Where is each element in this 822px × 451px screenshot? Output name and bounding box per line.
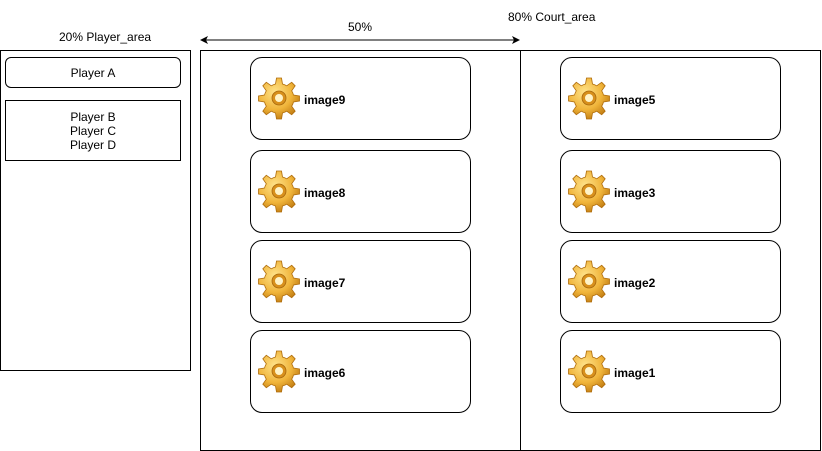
player-area-container [0,50,191,371]
image-card[interactable]: image2 [560,240,781,323]
gear-icon [258,170,300,213]
image-card[interactable]: image5 [560,57,781,140]
court-divider [520,50,521,451]
image-card[interactable]: image8 [250,150,471,233]
image-label: image1 [614,366,656,380]
gear-icon [258,260,300,303]
image-label: image6 [304,366,346,380]
image-card[interactable]: image7 [250,240,471,323]
player-a-box[interactable]: Player A [5,57,181,88]
gear-icon [568,77,610,120]
player-area-label: 20% Player_area [59,30,152,44]
image-card[interactable]: image3 [560,150,781,233]
player-group-box[interactable]: Player B Player C Player D [5,100,181,161]
gear-icon [568,260,610,303]
image-card[interactable]: image9 [250,57,471,140]
player-d-label: Player D [69,137,116,152]
image-label: image9 [304,93,346,107]
image-label: image2 [614,276,656,290]
player-c-label: Player C [69,123,116,138]
gear-icon [568,170,610,213]
image-label: image7 [304,276,346,290]
image-card[interactable]: image6 [250,330,471,413]
player-a-label: Player A [70,65,116,80]
image-label: image5 [614,93,656,107]
court-area-label: 80% Court_area [508,10,596,24]
width-percent-label: 50% [348,20,373,34]
image-label: image3 [614,186,656,200]
gear-icon [258,77,300,120]
player-b-label: Player B [70,109,116,124]
gear-icon [568,350,610,393]
gear-icon [258,350,300,393]
image-label: image8 [304,186,346,200]
image-card[interactable]: image1 [560,330,781,413]
